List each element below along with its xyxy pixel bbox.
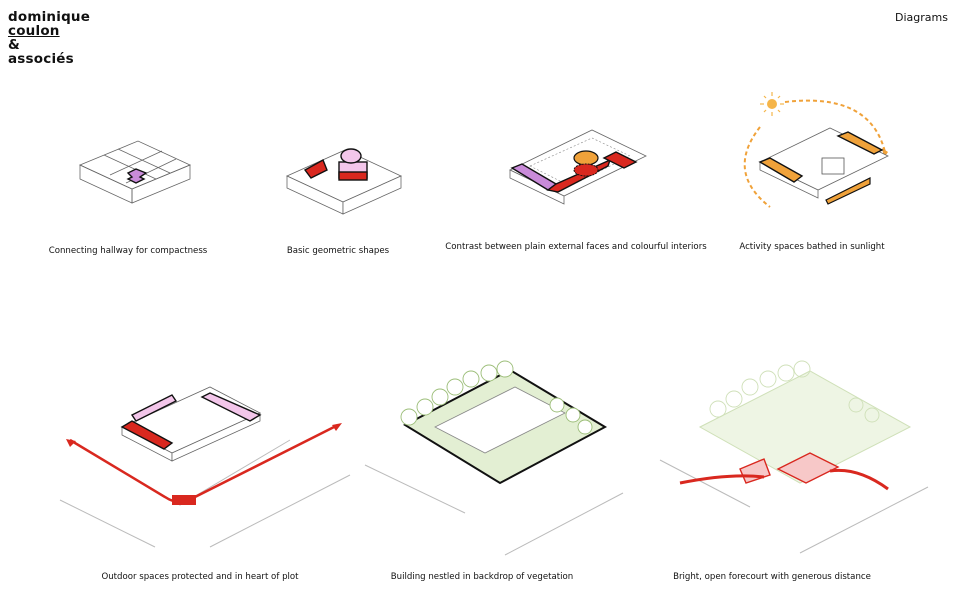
diagram-outdoor: [59, 385, 351, 555]
caption-1: Connecting hallway for compactness: [48, 246, 208, 256]
diagram-geometric: [283, 140, 413, 220]
caption-3: Contrast between plain external faces an…: [445, 242, 707, 252]
trees: [400, 360, 593, 435]
caption-4: Activity spaces bathed in sunlight: [739, 242, 885, 252]
caption-2: Basic geometric shapes: [286, 246, 390, 256]
diagram-sunlight: [730, 92, 890, 222]
hallway-drawing: [79, 140, 191, 204]
sunlight-drawing: [743, 92, 889, 208]
section-title: Diagrams: [895, 11, 948, 24]
car-icon: [172, 495, 196, 505]
logo-line-2: coulon: [8, 23, 60, 39]
vegetation-drawing: [364, 360, 624, 556]
brand-logo[interactable]: dominique coulon & associés: [8, 10, 90, 66]
forecourt-drawing: [659, 360, 929, 554]
logo-line-3: &: [8, 37, 20, 53]
sun-icon: [760, 92, 784, 116]
diagram-contrast: [500, 120, 650, 220]
caption-7: Bright, open forecourt with generous dis…: [673, 572, 871, 582]
diagram-vegetation: [364, 360, 625, 556]
geometric-drawing: [286, 148, 402, 215]
diagram-forecourt: [659, 360, 930, 555]
trees: [709, 360, 880, 423]
caption-5: Outdoor spaces protected and in heart of…: [101, 572, 299, 582]
logo-line-1: dominique: [8, 9, 91, 25]
logo-line-4: associés: [8, 51, 74, 67]
contrast-drawing: [509, 129, 647, 205]
outdoor-drawing: [59, 386, 351, 548]
caption-6: Building nestled in backdrop of vegetati…: [390, 572, 574, 582]
diagram-hallway: [70, 135, 200, 215]
